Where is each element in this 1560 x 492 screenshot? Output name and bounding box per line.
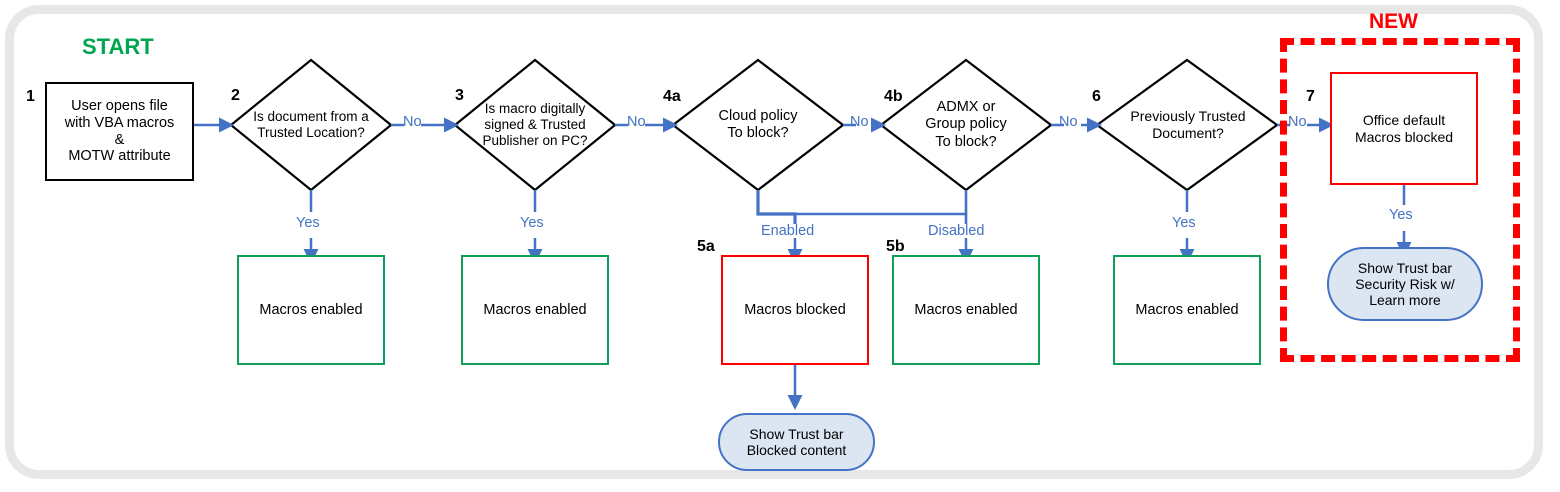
node-5a-text: Macros blocked <box>744 301 846 318</box>
node-6-text-wrap[interactable]: Previously Trusted Document? <box>1113 97 1263 153</box>
node-6-number: 6 <box>1092 88 1101 105</box>
outer-rounded-frame <box>5 5 1543 479</box>
edge-label-disabled: Disabled <box>928 223 985 239</box>
terminal-macros-enabled-3[interactable]: Macros enabled <box>461 255 609 365</box>
node-7-box[interactable]: Office default Macros blocked <box>1330 72 1478 185</box>
node-3-text: Is macro digitally signed & Trusted Publ… <box>482 100 588 149</box>
edge-label-no-5: No <box>1288 114 1307 130</box>
node-5b-box[interactable]: Macros enabled <box>892 255 1040 365</box>
oval-security-risk-text: Show Trust bar Security Risk w/ Learn mo… <box>1355 259 1455 309</box>
node-5b-number: 5b <box>886 238 905 255</box>
node-1-text: User opens file with VBA macros & MOTW a… <box>64 97 175 165</box>
node-2-text: Is document from a Trusted Location? <box>253 108 369 140</box>
edge-label-yes-7: Yes <box>1389 207 1413 223</box>
new-label: NEW <box>1369 10 1418 33</box>
terminal-6-text: Macros enabled <box>1135 301 1239 318</box>
edge-label-no-3: No <box>850 114 869 130</box>
terminal-macros-enabled-6[interactable]: Macros enabled <box>1113 255 1261 365</box>
node-4b-number: 4b <box>884 88 903 105</box>
start-label: START <box>82 34 154 59</box>
node-3-text-wrap[interactable]: Is macro digitally signed & Trusted Publ… <box>463 92 607 158</box>
node-5a-box[interactable]: Macros blocked <box>721 255 869 365</box>
terminal-macros-enabled-2[interactable]: Macros enabled <box>237 255 385 365</box>
node-2-number: 2 <box>231 87 240 104</box>
node-7-number: 7 <box>1306 88 1315 105</box>
node-4b-text: ADMX or Group policy To block? <box>925 98 1007 150</box>
oval-security-risk[interactable]: Show Trust bar Security Risk w/ Learn mo… <box>1328 248 1482 320</box>
terminal-3-text: Macros enabled <box>483 301 587 318</box>
edge-label-no-1: No <box>403 114 422 130</box>
oval-blocked-content-text: Show Trust bar Blocked content <box>746 425 847 458</box>
node-6-text: Previously Trusted Document? <box>1130 108 1246 141</box>
edge-label-yes-2: Yes <box>296 215 320 231</box>
new-region-highlight <box>1280 38 1520 362</box>
node-5a-number: 5a <box>697 238 715 255</box>
edge-label-enabled: Enabled <box>761 223 815 239</box>
node-3-number: 3 <box>455 87 464 104</box>
oval-blocked-content[interactable]: Show Trust bar Blocked content <box>719 414 874 470</box>
node-1-number: 1 <box>26 88 35 105</box>
node-5b-text: Macros enabled <box>914 301 1018 318</box>
node-4b-text-wrap[interactable]: ADMX or Group policy To block? <box>900 92 1032 158</box>
node-4a-text-wrap[interactable]: Cloud policy To block? <box>692 98 824 152</box>
edge-label-yes-3: Yes <box>520 215 544 231</box>
edge-label-no-2: No <box>627 114 646 130</box>
node-7-text: Office default Macros blocked <box>1354 112 1454 145</box>
edge-label-yes-6: Yes <box>1172 215 1196 231</box>
node-4a-text: Cloud policy To block? <box>718 107 798 141</box>
node-4a-number: 4a <box>663 88 681 105</box>
node-1-box[interactable]: User opens file with VBA macros & MOTW a… <box>45 82 194 181</box>
edge-label-no-4: No <box>1059 114 1078 130</box>
terminal-2-text: Macros enabled <box>259 301 363 318</box>
node-2-text-wrap[interactable]: Is document from a Trusted Location? <box>239 95 383 155</box>
